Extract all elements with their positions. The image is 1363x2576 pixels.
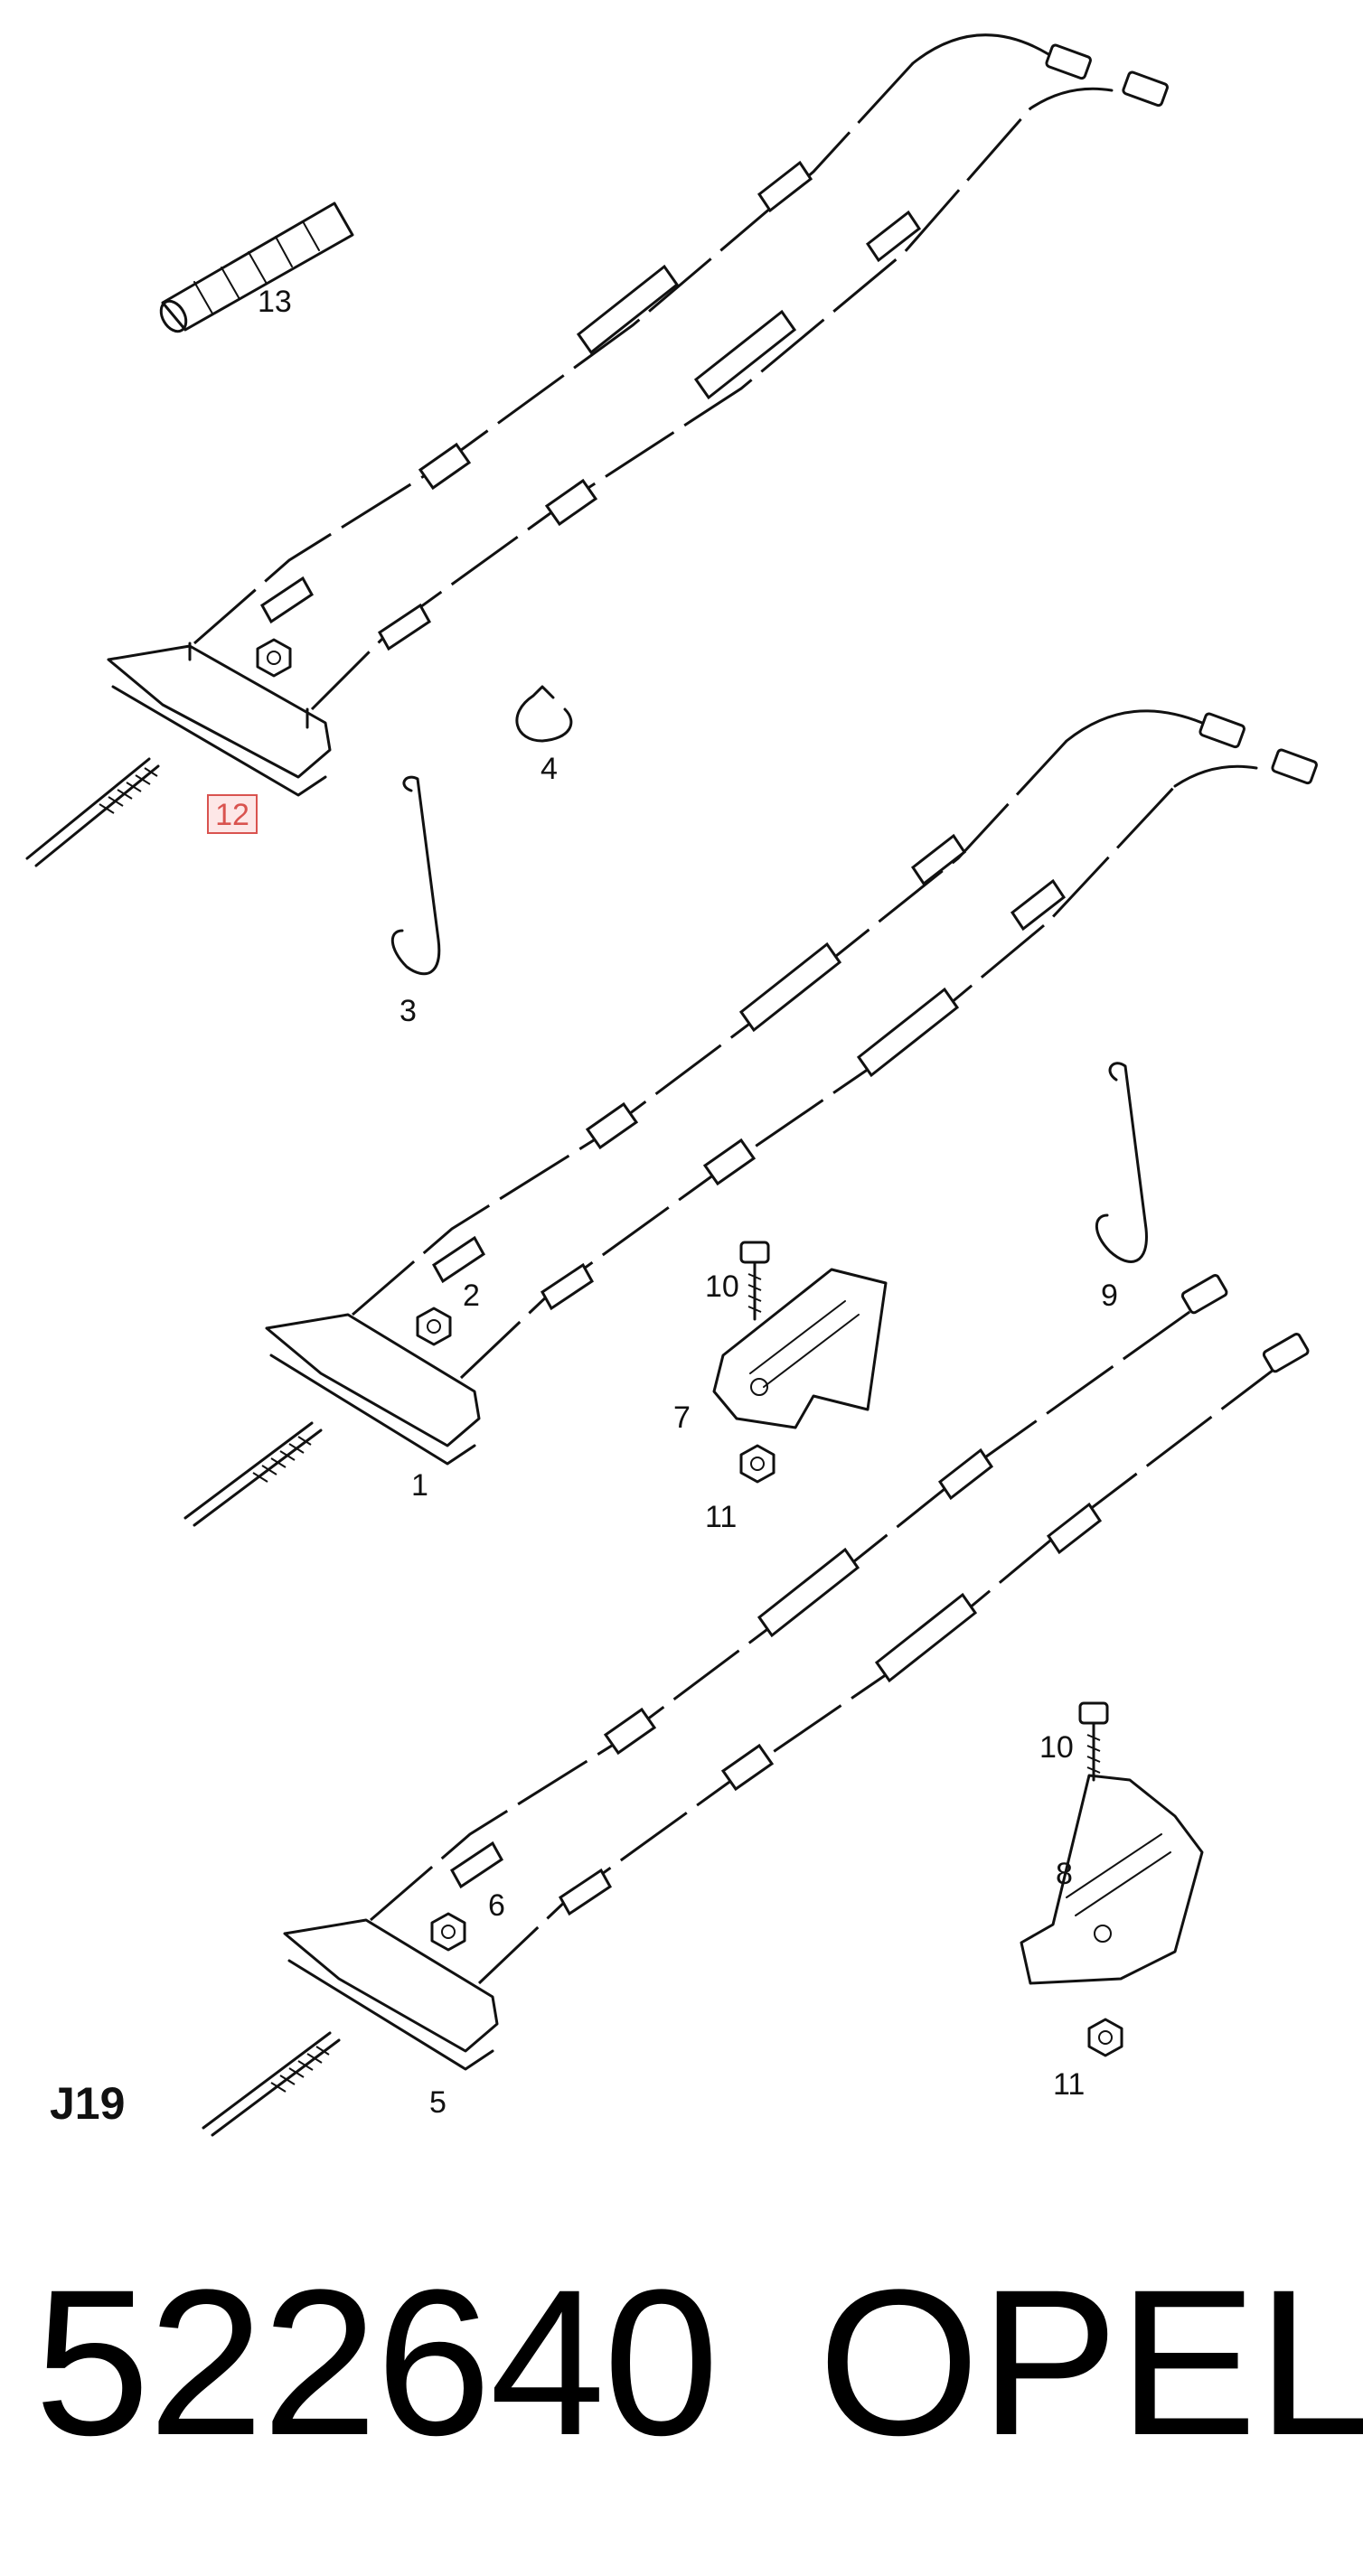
callout-9: 9: [1101, 1279, 1118, 1313]
callout-8: 8: [1056, 1857, 1073, 1891]
callout-11-lower: 11: [1053, 2067, 1085, 2102]
callout-6: 6: [488, 1888, 505, 1923]
callout-10-upper: 10: [705, 1269, 739, 1304]
nut-11-upper: [739, 1444, 776, 1484]
bolt-10-upper: [739, 1241, 770, 1321]
callout-1: 1: [411, 1468, 428, 1503]
bracket-8: [1020, 1774, 1204, 1985]
bolt-10-lower: [1078, 1701, 1109, 1782]
nut-11-lower: [1087, 2018, 1123, 2057]
cable-assembly-12: [25, 33, 1169, 867]
spring-hook-9: [1095, 1062, 1148, 1263]
callout-4: 4: [540, 752, 558, 786]
bracket-7: [712, 1268, 888, 1429]
nut-2: [416, 1307, 452, 1346]
callout-5: 5: [429, 2085, 446, 2120]
spring-hook-3: [390, 775, 441, 976]
brand-name: OPEL: [818, 2246, 1363, 2478]
callout-12-highlight[interactable]: 12: [207, 794, 258, 834]
part-number: 522640: [34, 2246, 719, 2478]
nut-6: [430, 1912, 466, 1952]
callout-13: 13: [258, 285, 292, 319]
cable-assembly-5: [202, 1274, 1310, 2137]
parts-diagram: 12 13 4 3 1: [25, 33, 1318, 2137]
callout-11-upper: 11: [705, 1500, 737, 1534]
callout-12: 12: [215, 798, 249, 832]
diagram-id: J19: [50, 2078, 125, 2129]
callout-3: 3: [400, 994, 417, 1028]
callout-10-lower: 10: [1039, 1730, 1074, 1765]
rubber-boot-13: [159, 201, 354, 333]
callout-7: 7: [673, 1400, 691, 1435]
callout-2: 2: [463, 1279, 480, 1313]
cable-assembly-1: [183, 709, 1318, 1527]
clip-4: [515, 685, 573, 743]
